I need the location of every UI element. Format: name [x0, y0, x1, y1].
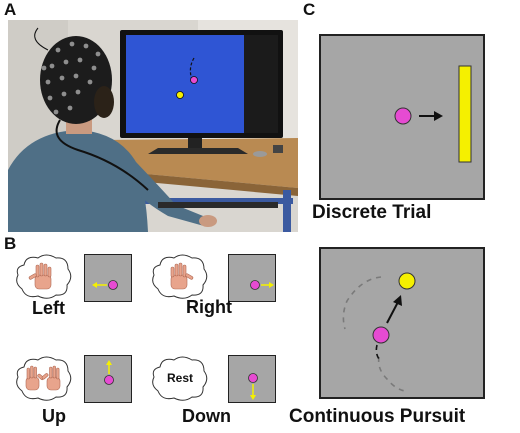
panel-label-a: A	[4, 0, 17, 19]
thought-bubble-left	[16, 254, 72, 299]
cursor-dot	[394, 107, 412, 125]
thought-bubble-up	[16, 356, 72, 401]
thought-bubble-right	[152, 254, 208, 299]
panel-label-b: B	[4, 234, 17, 253]
screen-down	[228, 355, 276, 403]
discrete-trial-screen	[319, 34, 485, 200]
target-bar	[458, 65, 472, 163]
cursor-dot	[372, 326, 390, 344]
participant-photo	[8, 20, 298, 232]
label-continuous-pursuit: Continuous Pursuit	[289, 406, 466, 427]
label-right: Right	[186, 297, 232, 317]
continuous-pursuit-screen	[319, 247, 485, 399]
label-discrete-trial: Discrete Trial	[312, 202, 432, 223]
hand-icon	[170, 262, 194, 290]
label-up: Up	[42, 406, 66, 426]
thought-bubble-down	[152, 356, 208, 401]
rest-text: Rest	[167, 371, 194, 385]
label-down: Down	[182, 406, 231, 426]
screen-left	[84, 254, 132, 302]
screen-right	[228, 254, 276, 302]
target-dot	[398, 272, 416, 290]
hand-icon	[28, 262, 52, 290]
screen-up	[84, 355, 132, 403]
panel-label-c: C	[303, 0, 316, 19]
hands-icon	[25, 365, 61, 391]
label-left: Left	[32, 298, 65, 318]
